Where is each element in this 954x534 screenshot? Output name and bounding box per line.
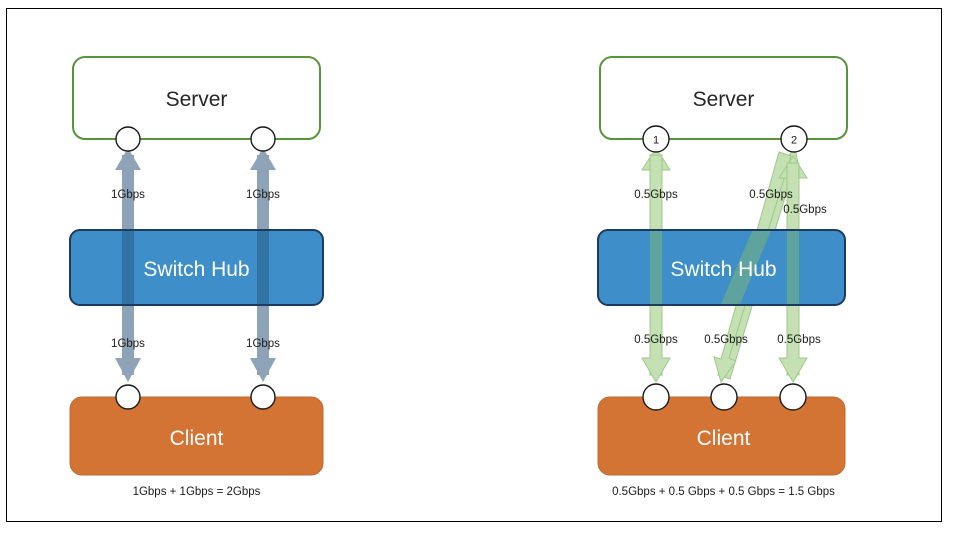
left-rate-lower-right: 1Gbps bbox=[246, 338, 280, 350]
right-rate-upper-left: 0.5Gbps bbox=[634, 189, 678, 201]
left-server-label: Server bbox=[166, 88, 228, 111]
right-summary-caption: 0.5Gbps + 0.5 Gbps + 0.5 Gbps = 1.5 Gbps bbox=[612, 486, 835, 498]
right-rate-lower-middle: 0.5Gbps bbox=[704, 334, 748, 346]
right-server-label: Server bbox=[693, 88, 755, 111]
left-switch-band-2 bbox=[257, 231, 269, 304]
canvas-border-frame bbox=[6, 8, 942, 522]
right-client-port-c[interactable] bbox=[779, 383, 807, 411]
left-client-port-left[interactable] bbox=[115, 384, 141, 410]
left-server-box bbox=[72, 56, 321, 140]
left-rate-upper-right: 1Gbps bbox=[246, 189, 280, 201]
right-server-port-2[interactable] bbox=[780, 125, 808, 153]
left-summary-caption: 1Gbps + 1Gbps = 2Gbps bbox=[133, 486, 261, 498]
left-switch-label: Switch Hub bbox=[143, 258, 249, 281]
right-switch-band-b bbox=[721, 231, 771, 304]
right-switch-label: Switch Hub bbox=[670, 258, 776, 281]
left-rate-upper-left: 1Gbps bbox=[111, 189, 145, 201]
left-client-box bbox=[69, 396, 324, 476]
right-rate-lower-right: 0.5Gbps bbox=[777, 334, 821, 346]
left-server-port-right[interactable] bbox=[250, 126, 276, 152]
right-switch-band-a bbox=[650, 231, 662, 304]
left-client-port-right[interactable] bbox=[250, 384, 276, 410]
right-client-port-b[interactable] bbox=[710, 383, 738, 411]
right-client-port-a[interactable] bbox=[642, 383, 670, 411]
right-switch-band-c bbox=[787, 231, 799, 304]
right-rate-lower-left: 0.5Gbps bbox=[634, 334, 678, 346]
right-panel-group: Server Switch Hub Client 1 2 0.5Gbps 0.5… bbox=[597, 56, 848, 498]
left-client-label: Client bbox=[170, 427, 224, 450]
right-rate-upper-right: 0.5Gbps bbox=[783, 204, 827, 216]
right-rate-upper-middle: 0.5Gbps bbox=[749, 189, 793, 201]
right-server-box bbox=[599, 56, 848, 140]
right-client-label: Client bbox=[697, 427, 751, 450]
left-rate-lower-left: 1Gbps bbox=[111, 338, 145, 350]
left-server-port-left[interactable] bbox=[115, 126, 141, 152]
right-server-port-1[interactable] bbox=[642, 125, 670, 153]
right-server-port-1-label: 1 bbox=[653, 135, 659, 147]
left-switch-band-1 bbox=[122, 231, 134, 304]
right-server-port-2-label: 2 bbox=[791, 135, 797, 147]
left-panel-group: Server Switch Hub Client 1Gbps 1Gbps 1Gb… bbox=[69, 56, 324, 498]
